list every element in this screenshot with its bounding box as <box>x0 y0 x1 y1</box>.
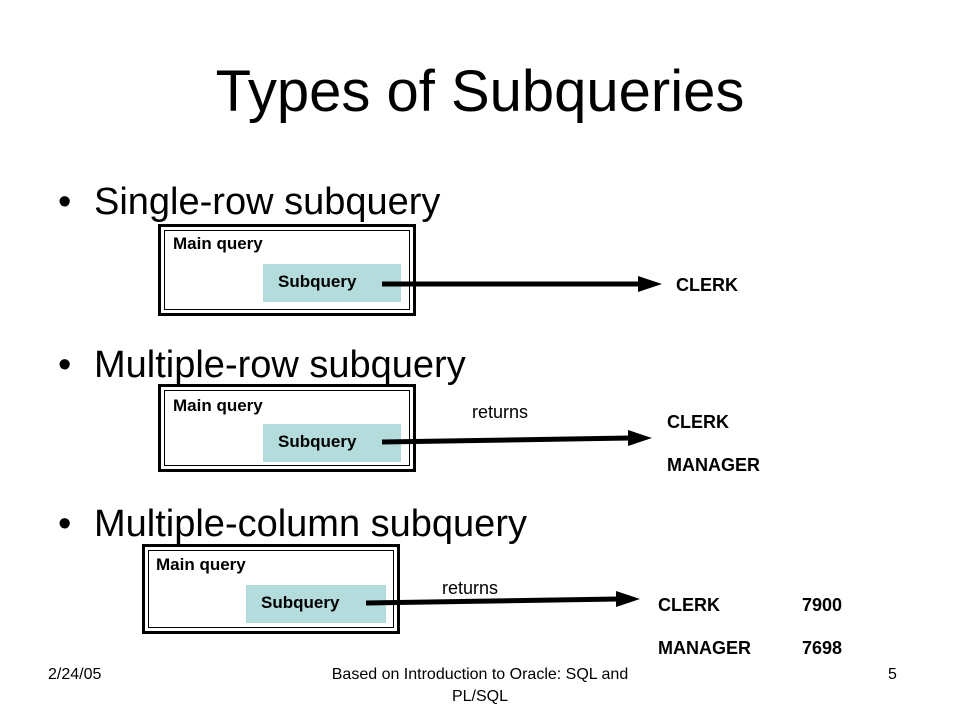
main-query-label: Main query <box>173 234 263 253</box>
footer-page-number: 5 <box>888 666 897 683</box>
main-query-label: Main query <box>156 555 246 574</box>
bullet-single-row: • Single-row subquery <box>58 183 440 221</box>
bullet-glyph: • <box>58 181 72 223</box>
returns-label: returns <box>442 578 499 598</box>
result-job: CLERK <box>658 595 720 615</box>
subquery-box: Subquery <box>263 424 401 462</box>
bullet-multiple-column: • Multiple-column subquery <box>58 505 527 543</box>
result-value: 7698 <box>802 638 843 658</box>
slide-title: Types of Subqueries <box>215 59 745 124</box>
footer-date: 2/24/05 <box>48 666 102 683</box>
result-value: 7900 <box>802 595 843 615</box>
bullet-label: Multiple-column subquery <box>94 503 527 545</box>
result-value: CLERK <box>667 412 729 432</box>
bullet-label: Multiple-row subquery <box>94 344 466 386</box>
bullet-glyph: • <box>58 344 72 386</box>
returns-label: returns <box>472 402 529 422</box>
bullet-glyph: • <box>58 503 72 545</box>
subquery-box: Subquery <box>246 585 386 623</box>
bullet-multiple-row: • Multiple-row subquery <box>58 346 466 384</box>
result-job: MANAGER <box>658 638 751 658</box>
arrow-single-row <box>382 276 662 292</box>
result-value: CLERK <box>676 275 738 295</box>
subquery-box: Subquery <box>263 264 401 302</box>
result-value: MANAGER <box>667 455 760 475</box>
arrow-multiple-row <box>381 430 652 446</box>
arrow-multiple-column <box>365 591 640 607</box>
bullet-label: Single-row subquery <box>94 181 441 223</box>
footer-source: Based on Introduction to Oracle: SQL and… <box>331 666 629 706</box>
main-query-label: Main query <box>173 396 263 415</box>
